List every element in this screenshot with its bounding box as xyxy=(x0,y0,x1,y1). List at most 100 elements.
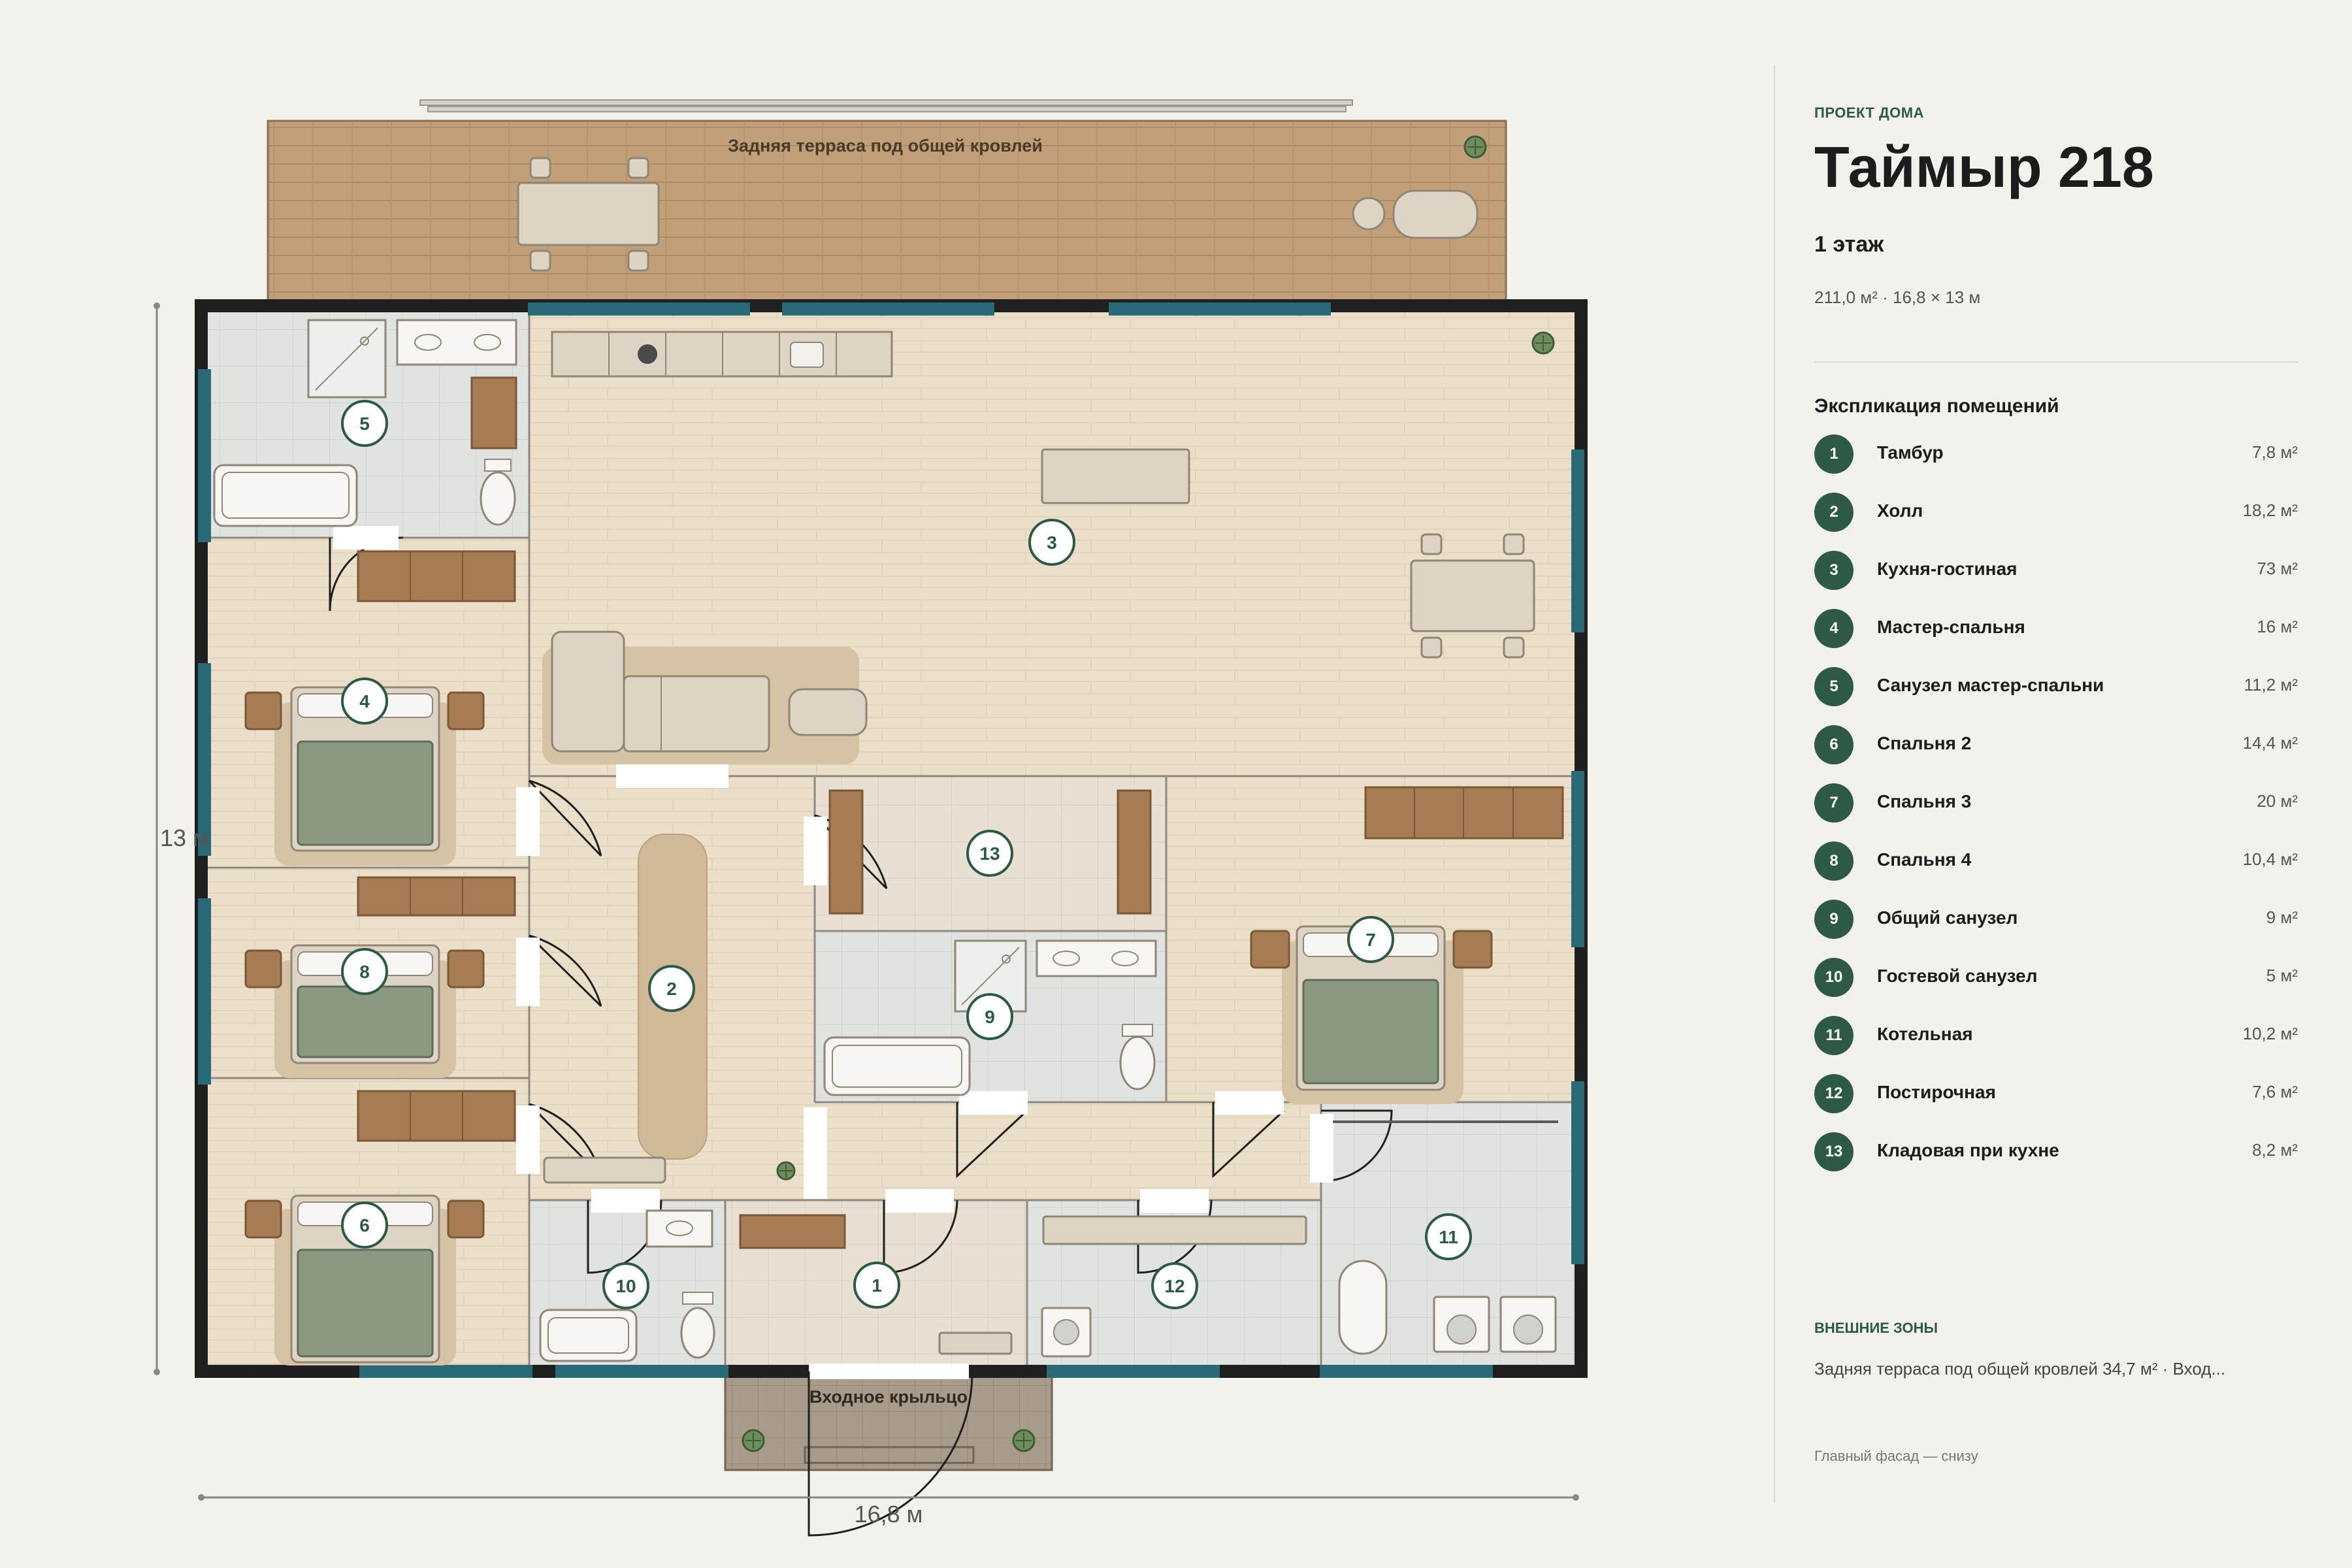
front-porch: Входное крыльцо xyxy=(724,1367,1053,1471)
terrace-lounge xyxy=(1352,189,1478,239)
project-title: Таймыр 218 xyxy=(1814,135,2154,199)
room-marker-1[interactable]: 1 xyxy=(853,1262,900,1309)
room-marker-7[interactable]: 7 xyxy=(1347,916,1394,963)
legend-row[interactable]: 4 Мастер-спальня 16 м² xyxy=(1814,602,2298,661)
room-marker-10[interactable]: 10 xyxy=(602,1262,649,1309)
room-marker-11[interactable]: 11 xyxy=(1425,1213,1472,1260)
legend-row[interactable]: 7 Спальня 3 20 м² xyxy=(1814,777,2298,835)
dimension-height: 13 м xyxy=(154,302,209,1375)
legend-room-name: Кухня-гостиная xyxy=(1877,559,2017,579)
legend-room-name: Общий санузел xyxy=(1877,907,2018,928)
legend-room-area: 16 м² xyxy=(2257,617,2298,636)
living-sofa xyxy=(542,630,868,764)
rear-terrace: Задняя терраса под общей кровлей xyxy=(267,99,1507,308)
boiler-icon xyxy=(1513,1315,1543,1345)
master-bathroom-fixtures xyxy=(213,319,517,527)
room-marker-9[interactable]: 9 xyxy=(966,993,1013,1040)
legend-room-area: 14,4 м² xyxy=(2242,733,2298,753)
kitchen-island xyxy=(1041,448,1190,504)
floor-label: 1 этаж xyxy=(1814,232,1884,257)
legend-room-area: 8,2 м² xyxy=(2252,1140,2298,1160)
legend-room-area: 20 м² xyxy=(2257,791,2298,811)
legend-room-name: Мастер-спальня xyxy=(1877,617,2025,637)
legend-number-badge: 4 xyxy=(1814,609,1854,648)
legend-room-name: Постирочная xyxy=(1877,1082,1996,1102)
legend-number-badge: 3 xyxy=(1814,551,1854,590)
legend-row[interactable]: 12 Постирочная 7,6 м² xyxy=(1814,1068,2298,1126)
divider xyxy=(1814,361,2298,363)
legend-room-area: 7,6 м² xyxy=(2252,1082,2298,1102)
legend-number-badge: 9 xyxy=(1814,900,1854,939)
room-marker-5[interactable]: 5 xyxy=(341,400,388,447)
info-panel: ПРОЕКТ ДОМА Таймыр 218 1 этаж 211,0 м² ·… xyxy=(1774,65,2298,1503)
svg-text:11: 11 xyxy=(1439,1227,1458,1247)
room-marker-12[interactable]: 12 xyxy=(1151,1262,1198,1309)
svg-text:2: 2 xyxy=(666,979,677,999)
legend-title: Экспликация помещений xyxy=(1814,395,2059,417)
legend-room-name: Холл xyxy=(1877,500,1923,521)
facade-note: Главный фасад — снизу xyxy=(1814,1448,1978,1464)
room-marker-13[interactable]: 13 xyxy=(966,830,1013,877)
boiler-icon xyxy=(1446,1315,1477,1345)
legend-room-area: 5 м² xyxy=(2266,966,2298,985)
dimension-height-label: 13 м xyxy=(160,825,209,851)
svg-text:1: 1 xyxy=(872,1275,882,1296)
legend-number-badge: 13 xyxy=(1814,1132,1854,1171)
window xyxy=(198,663,211,856)
common-bathroom-fixtures xyxy=(823,939,1157,1096)
room-marker-2[interactable]: 2 xyxy=(648,965,695,1012)
legend-room-area: 7,8 м² xyxy=(2252,442,2298,462)
legend-row[interactable]: 2 Холл 18,2 м² xyxy=(1814,486,2298,544)
legend-row[interactable]: 10 Гостевой санузел 5 м² xyxy=(1814,951,2298,1009)
svg-text:10: 10 xyxy=(615,1276,636,1296)
window xyxy=(1047,1365,1220,1378)
legend-room-name: Спальня 2 xyxy=(1877,733,1972,753)
legend-room-name: Спальня 4 xyxy=(1877,849,1972,870)
plant-icon xyxy=(1012,1429,1036,1452)
terrace-dining-table xyxy=(517,157,660,272)
room-marker-3[interactable]: 3 xyxy=(1028,519,1075,566)
legend-room-name: Спальня 3 xyxy=(1877,791,1972,811)
legend-room-name: Тамбур xyxy=(1877,442,1944,463)
plant-icon xyxy=(1531,331,1555,355)
dining-table xyxy=(1410,533,1535,659)
bed-bedroom-2 xyxy=(244,1194,485,1365)
window xyxy=(1571,1081,1584,1264)
legend-room-name: Гостевой санузел xyxy=(1877,966,2038,986)
legend-number-badge: 11 xyxy=(1814,1016,1854,1055)
window xyxy=(198,898,211,1085)
external-zones-title: ВНЕШНИЕ ЗОНЫ xyxy=(1814,1320,1938,1336)
legend-room-name: Котельная xyxy=(1877,1024,1973,1044)
bed-bedroom-3 xyxy=(1250,925,1493,1104)
room-marker-8[interactable]: 8 xyxy=(341,948,388,995)
legend-room-area: 10,4 м² xyxy=(2242,849,2298,869)
svg-text:7: 7 xyxy=(1365,930,1376,950)
terrace-label: Задняя терраса под общей кровлей xyxy=(728,136,1043,155)
legend-number-badge: 7 xyxy=(1814,783,1854,823)
svg-text:3: 3 xyxy=(1047,532,1057,553)
vestibule-bench xyxy=(938,1331,1013,1355)
legend-number-badge: 10 xyxy=(1814,958,1854,997)
svg-text:6: 6 xyxy=(359,1215,370,1235)
legend-room-area: 18,2 м² xyxy=(2242,500,2298,520)
window xyxy=(1571,771,1584,947)
legend-number-badge: 2 xyxy=(1814,493,1854,532)
room-marker-4[interactable]: 4 xyxy=(341,678,388,725)
kitchen-counter xyxy=(551,331,893,378)
svg-text:13: 13 xyxy=(979,843,1000,864)
room-marker-6[interactable]: 6 xyxy=(341,1201,388,1249)
boiler-room-fixtures xyxy=(1333,1120,1558,1355)
laundry-fixtures xyxy=(1041,1215,1307,1358)
svg-text:5: 5 xyxy=(359,414,370,434)
legend-number-badge: 12 xyxy=(1814,1074,1854,1113)
hall-bench xyxy=(543,1156,666,1184)
window xyxy=(1109,302,1331,316)
